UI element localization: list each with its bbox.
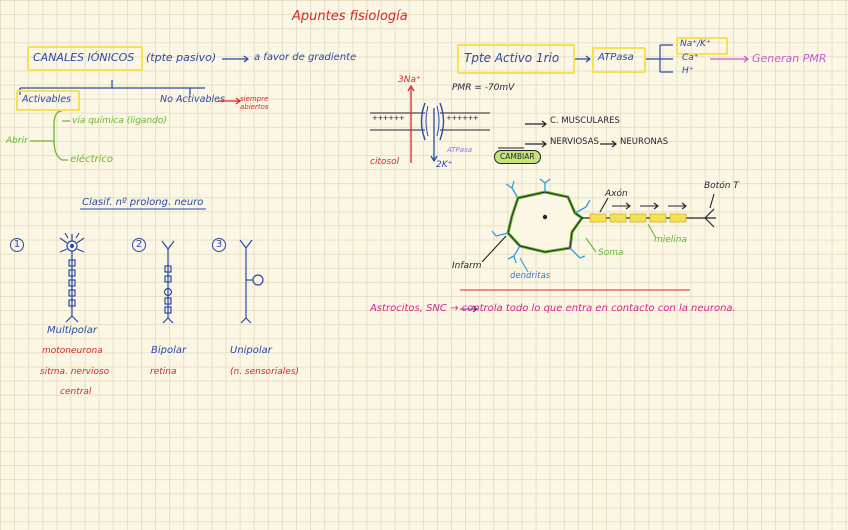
pmr-value: PMR = -70mV [452, 84, 514, 93]
infarm-label: Infarm [452, 262, 482, 271]
musculares-label: C. MUSCULARES [550, 117, 620, 126]
tpte-activo-label: Tpte Activo 1rio [464, 52, 559, 64]
activables-label: Activables [22, 95, 71, 105]
na-k-label: Na⁺/K⁺ [680, 40, 711, 49]
clasificacion-title: Clasif. nº prolong. neuro [82, 198, 203, 208]
favor-gradiente: a favor de gradiente [254, 53, 356, 63]
electrico-label: eléctrico [70, 155, 113, 165]
number-3: 3 [212, 238, 226, 252]
no-activables-label: No Activables [160, 95, 225, 105]
dendritas-label: dendritas [510, 272, 550, 281]
abrir-label: Abrir [6, 137, 28, 146]
cambiar-badge: CAMBIAR [494, 150, 541, 164]
atpasa-label: ATPasa [598, 53, 634, 63]
generan-pmr: Generan PMR [752, 53, 827, 64]
canales-label: CANALES IÓNICOS [33, 52, 134, 63]
h-label: H⁺ [682, 67, 694, 76]
sistema-label-2: central [60, 388, 91, 397]
number-2: 2 [132, 238, 146, 252]
axon-label: Axón [605, 190, 628, 199]
soma-label: Soma [598, 249, 624, 258]
boton-label: Botón T [704, 182, 739, 191]
motoneurona-label: motoneurona [42, 347, 103, 356]
abrir-brace [54, 111, 70, 160]
unipolar-label: Unipolar [230, 346, 272, 356]
neuronas-label: NEURONAS [620, 138, 668, 147]
bipolar-label: Bipolar [151, 346, 186, 356]
nerviosas-label: NERVIOSAS [550, 138, 599, 147]
multipolar-neuron [60, 233, 84, 322]
three-na-label: 3Na⁺ [398, 76, 421, 85]
astrocitos-note: Astrocitos, SNC → controla todo lo que e… [370, 304, 736, 314]
unipolar-neuron [240, 240, 263, 323]
membrane-charges-top: ++++++ [372, 115, 404, 122]
retina-label: retina [150, 368, 177, 377]
via-quimica: vía química (ligando) [72, 117, 167, 126]
number-1: 1 [10, 238, 24, 252]
tipo-label: (tpte pasivo) [146, 52, 216, 63]
page-title: Apuntes fisiología [292, 10, 408, 23]
mielina-label: mielina [654, 236, 687, 245]
ca-label: Ca⁺ [682, 54, 699, 63]
siempre-abiertos: siempre abiertos [240, 96, 280, 111]
two-k-label: 2K⁺ [436, 161, 452, 170]
multipolar-label: Multipolar [47, 326, 97, 336]
sensoriales-label: (n. sensoriales) [230, 368, 299, 377]
bipolar-neuron [162, 241, 174, 323]
neuron-diagram [482, 179, 716, 272]
atpasa-small: ATPasa [447, 147, 472, 154]
sistema-label-1: sitma. nervioso [40, 368, 109, 377]
citosol-label: citosol [370, 158, 399, 167]
membrane-charges-right: ++++++ [446, 115, 478, 122]
